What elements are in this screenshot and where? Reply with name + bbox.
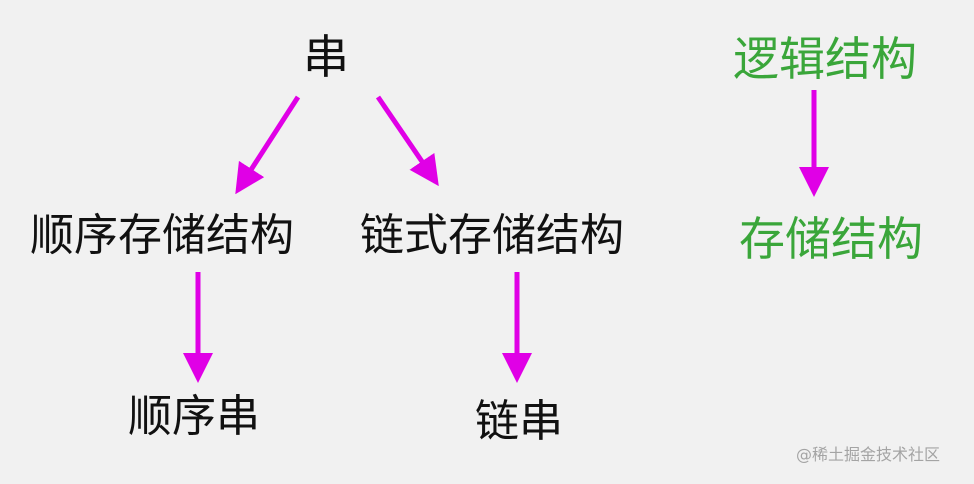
legend-logical-structure: 逻辑结构 bbox=[733, 32, 917, 86]
node-linked-storage: 链式存储结构 bbox=[360, 210, 624, 261]
arrow-root-to-sequential-storage bbox=[235, 95, 301, 195]
arrow-root-to-linked-storage bbox=[375, 95, 439, 187]
node-sequential-storage: 顺序存储结构 bbox=[30, 210, 294, 261]
watermark-text: @稀土掘金技术社区 bbox=[796, 445, 941, 464]
node-linked-string: 链串 bbox=[475, 396, 563, 447]
node-sequential-string: 顺序串 bbox=[128, 391, 260, 442]
legend-storage-structure: 存储结构 bbox=[739, 212, 923, 266]
root-node-string: 串 bbox=[303, 30, 349, 84]
